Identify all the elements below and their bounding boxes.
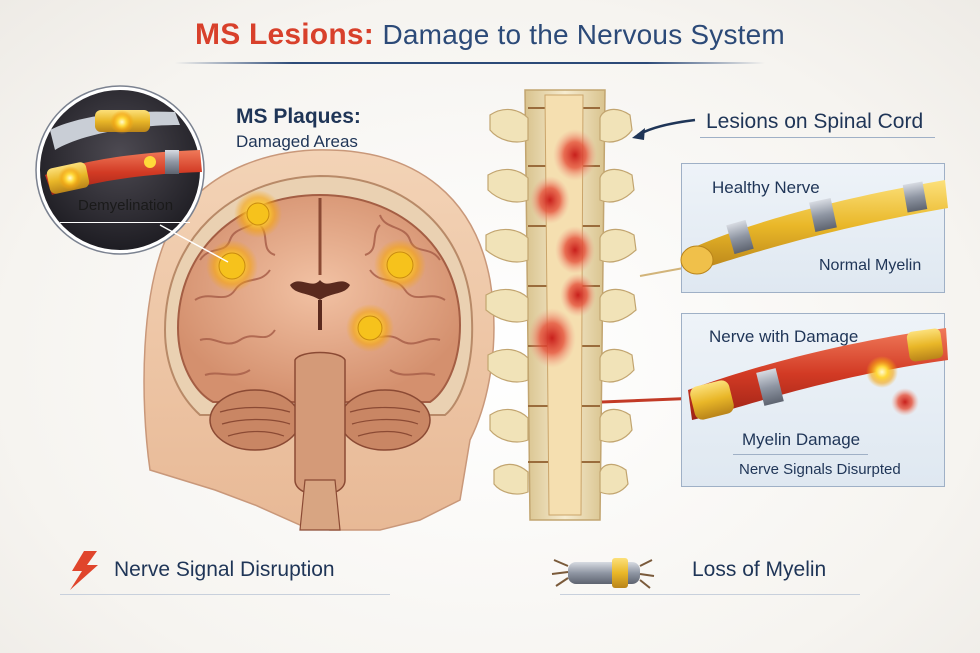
title-part2: Damage to the Nervous System: [382, 19, 785, 50]
lightning-bolt-icon: [70, 551, 98, 590]
head-illustration: [143, 149, 495, 531]
myelin-damage-rule: [733, 454, 868, 455]
myelin-damage-label: Myelin Damage: [742, 430, 861, 449]
frayed-nerve-icon: [551, 558, 655, 589]
loss-of-myelin-rule: [560, 594, 860, 595]
healthy-nerve-label: Healthy Nerve: [712, 178, 820, 197]
title-part1: MS Lesions:: [195, 18, 374, 51]
demyelination-label: Demyelination: [78, 197, 174, 214]
signal-disruption-rule: [60, 594, 390, 595]
demyelination-inset: [35, 85, 205, 255]
signals-disrupted-label: Nerve Signals Disurpted: [739, 461, 901, 478]
plaques-subtitle: Damaged Areas: [236, 132, 358, 151]
loss-of-myelin-label: Loss of Myelin: [692, 558, 827, 581]
spinal-lesions-label: Lesions on Spinal Cord: [706, 110, 924, 133]
normal-myelin-label: Normal Myelin: [819, 257, 922, 274]
title-underline: [175, 62, 765, 64]
nerve-damage-label: Nerve with Damage: [709, 327, 859, 346]
demyelination-rule: [60, 222, 190, 223]
spinal-lesions-rule: [700, 137, 935, 138]
plaques-title: MS Plaques:: [236, 105, 361, 128]
signal-disruption-label: Nerve Signal Disruption: [114, 558, 335, 581]
spinal-cord-illustration: [485, 89, 637, 521]
page-title: MS Lesions: Damage to the Nervous System: [0, 18, 980, 52]
